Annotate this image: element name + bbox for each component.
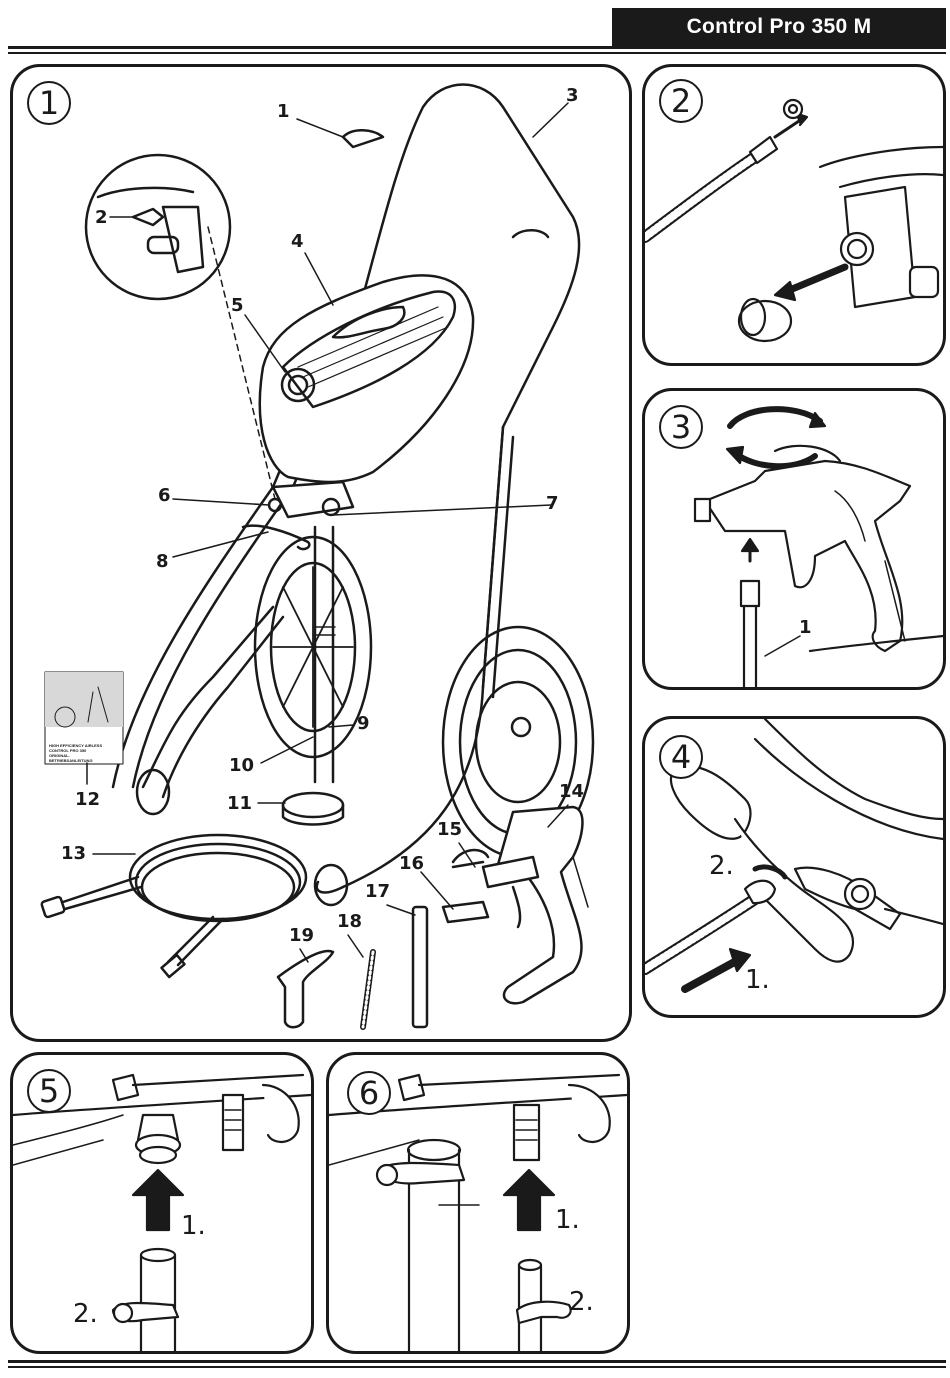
- callout-17: 17: [365, 881, 391, 902]
- callout-14: 14: [559, 781, 585, 802]
- callout-2: 2: [95, 207, 108, 228]
- step-2-label: 2.: [569, 1287, 594, 1317]
- step-1-label: 1.: [745, 965, 770, 995]
- callout-1: 1: [277, 101, 290, 122]
- panel-2-remove-caps: 2: [642, 64, 946, 366]
- callout-5: 5: [231, 295, 244, 316]
- callout-6: 6: [158, 485, 171, 506]
- bottom-rule: [8, 1360, 946, 1363]
- callout-18: 18: [337, 911, 363, 932]
- panel-2-number-badge: 2: [659, 79, 703, 123]
- panel-6-number-badge: 6: [347, 1071, 391, 1115]
- tighten-hose-illustration: [645, 719, 943, 993]
- panel-6-attach-return: 6 1. 2.: [326, 1052, 630, 1354]
- callout-16: 16: [399, 853, 425, 874]
- connect-gun-illustration: [693, 406, 943, 687]
- step-2-label: 2.: [73, 1299, 98, 1329]
- callout-4: 4: [291, 231, 304, 252]
- panel-1-overview: 1 1 2 3 4 5 6 7 8 9 10 11 12 13 14 15 16…: [10, 64, 632, 1042]
- panel-1-number-badge: 1: [27, 81, 71, 125]
- panel-4-number-badge: 4: [659, 735, 703, 779]
- panel-3-number-badge: 3: [659, 405, 703, 449]
- top-rule: [8, 46, 946, 49]
- sprayer-overview-illustration: [40, 83, 595, 1030]
- callout-13: 13: [61, 843, 87, 864]
- panel-4-tighten-hose: 4 2. 1.: [642, 716, 946, 1018]
- callout-9: 9: [357, 713, 370, 734]
- top-rule-thin: [8, 52, 946, 54]
- panel-5-attach-suction: 5 1. 2.: [10, 1052, 314, 1354]
- step-2-label: 2.: [709, 851, 734, 881]
- callout-19: 19: [289, 925, 315, 946]
- panel-5-number-badge: 5: [27, 1069, 71, 1113]
- callout-12: 12: [75, 789, 101, 810]
- callout-3: 3: [566, 85, 579, 106]
- header-title: Control Pro 350 M: [612, 8, 946, 46]
- callout-7: 7: [546, 493, 559, 514]
- manual-cover-text: HIGH EFFICIENCY AIRLESS CONTROL PRO 350 …: [49, 743, 103, 763]
- callout-11: 11: [227, 793, 253, 814]
- attach-suction-illustration: [13, 1073, 311, 1351]
- step-1-label: 1.: [555, 1205, 580, 1235]
- callout-15: 15: [437, 819, 463, 840]
- attach-return-illustration: [329, 1073, 627, 1351]
- remove-caps-illustration: [645, 98, 943, 343]
- bottom-rule-thin: [8, 1366, 946, 1368]
- callout-gun-hose: 1: [799, 617, 812, 638]
- panel-3-connect-gun: 3 1: [642, 388, 946, 690]
- callout-8: 8: [156, 551, 169, 572]
- step-1-label: 1.: [181, 1211, 206, 1241]
- callout-10: 10: [229, 755, 255, 776]
